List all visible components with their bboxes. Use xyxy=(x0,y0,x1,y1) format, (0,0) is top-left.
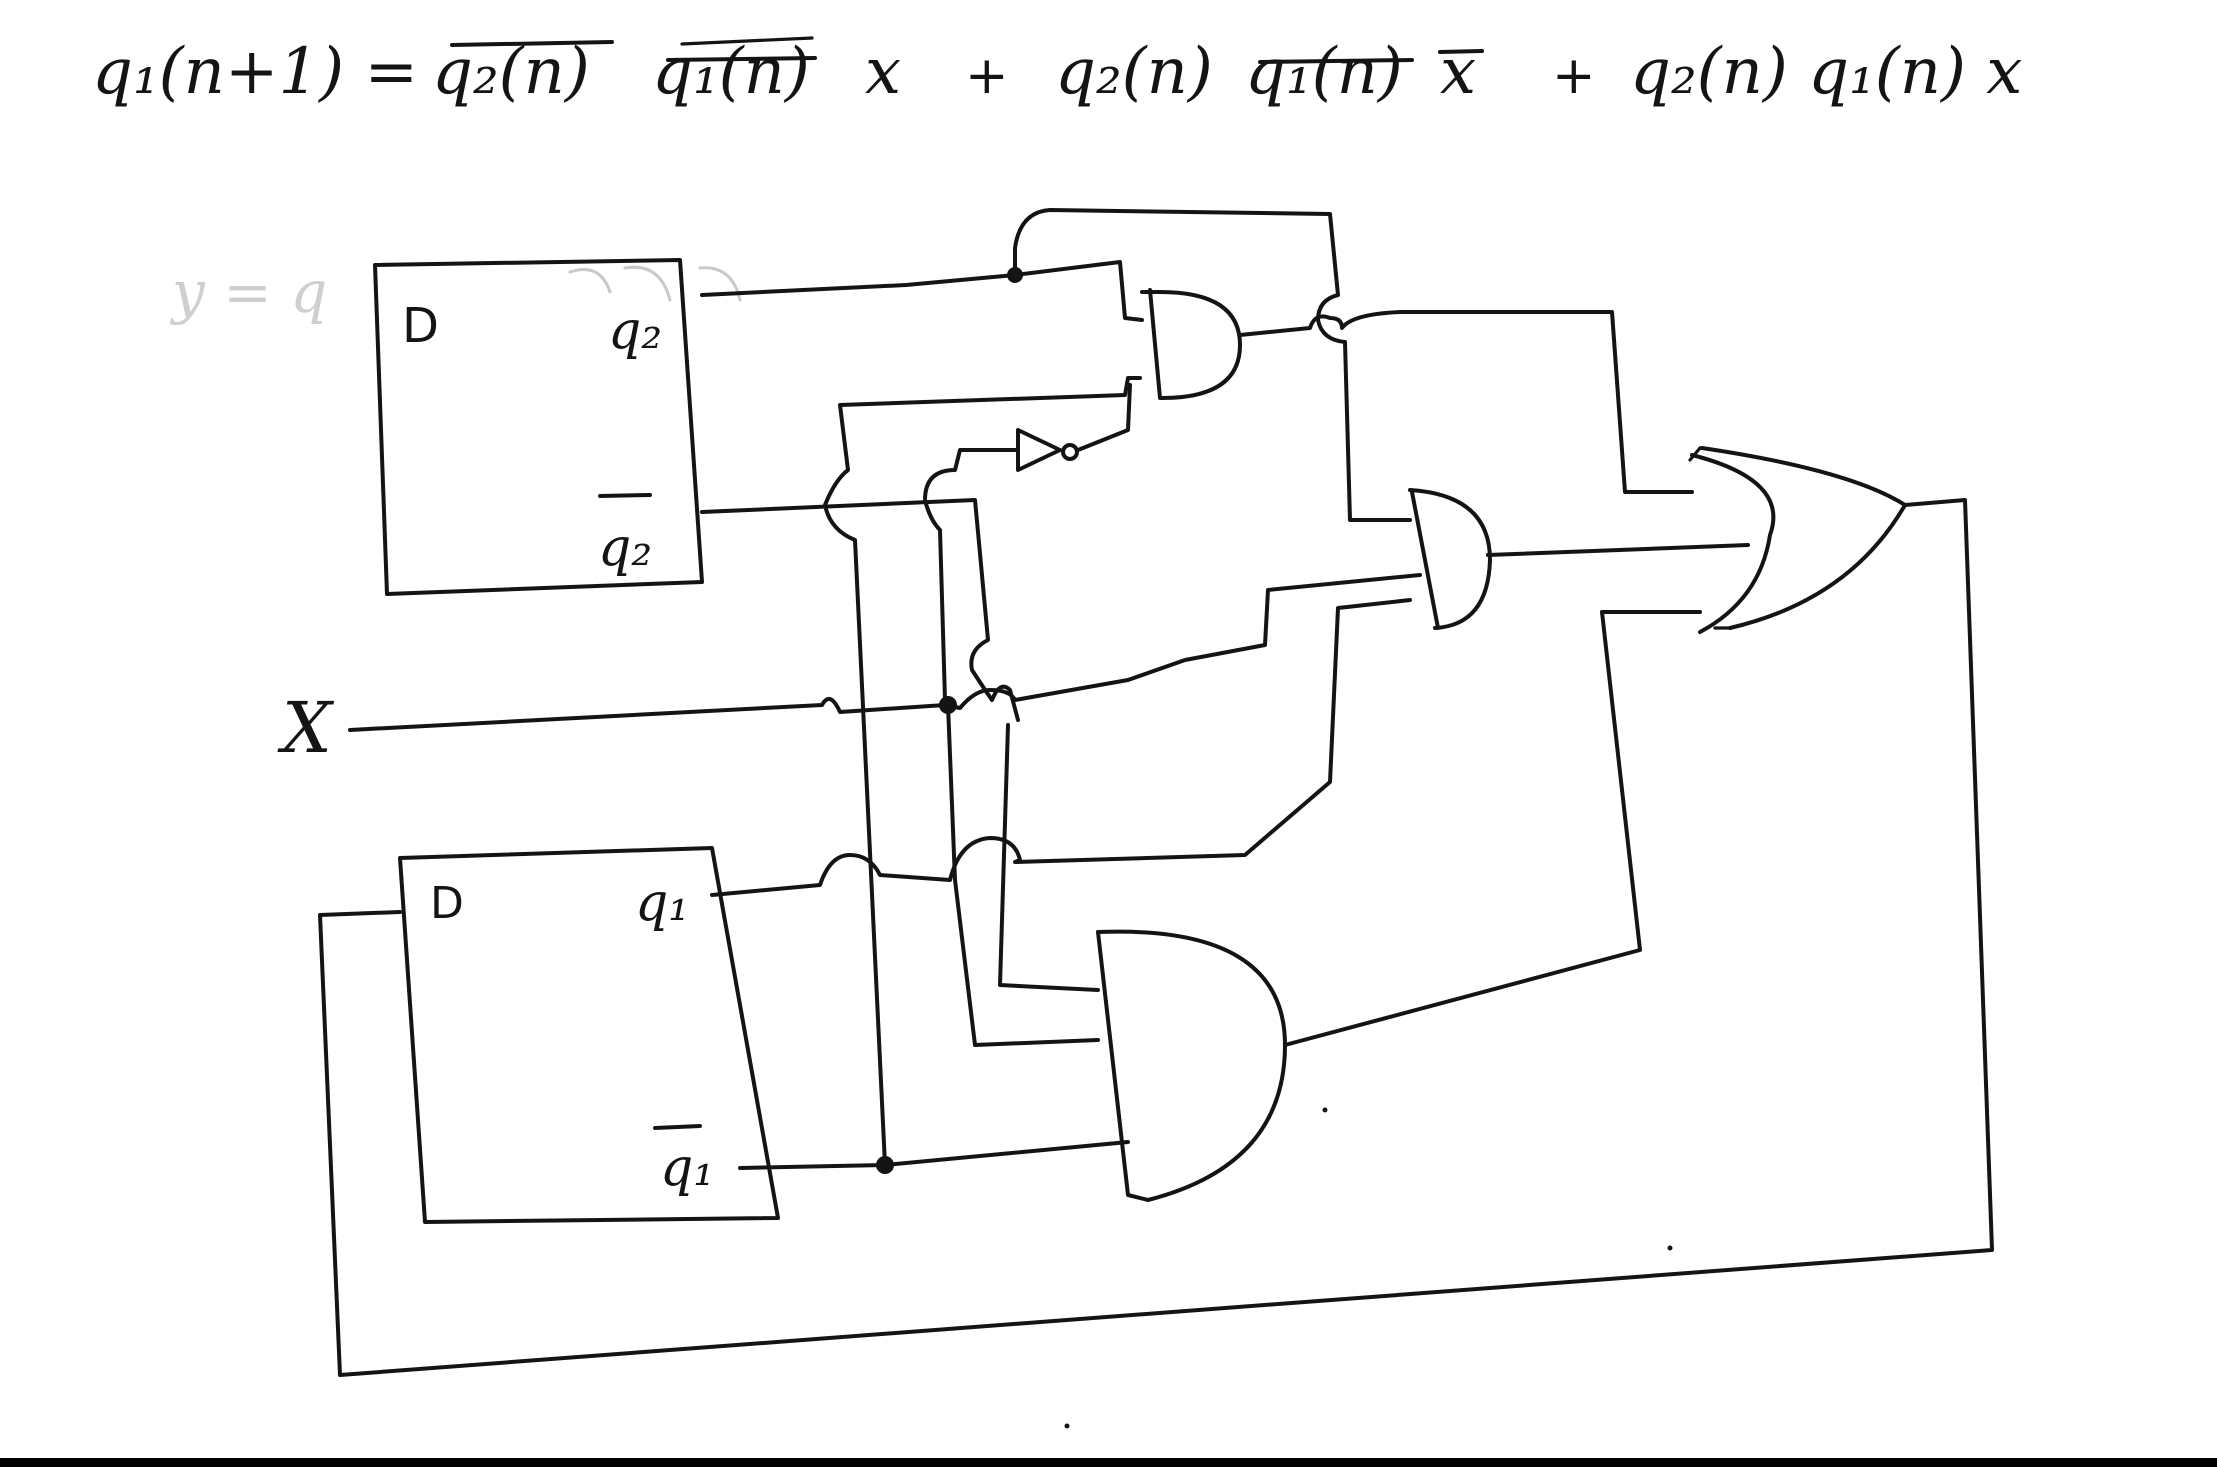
wire-x-to-bottom-and xyxy=(946,703,1100,1047)
overbar-term1-q1-second xyxy=(680,36,814,46)
and-gate-middle xyxy=(1408,488,1492,630)
junction-dot-q2 xyxy=(1007,267,1023,283)
stray-speck-2 xyxy=(1667,1245,1673,1251)
equation-term1-q1: q₁(n) xyxy=(652,35,810,109)
overbar-term2-x xyxy=(1438,49,1484,54)
overbar-term1-q1 xyxy=(666,56,817,62)
or-gate-back xyxy=(1690,453,1776,634)
flipflop-q2-d-label: D xyxy=(402,298,439,354)
wire-q2bar-to-bottom-and xyxy=(998,723,1100,992)
junctions xyxy=(876,267,1023,1174)
equation-lhs: q₁(n+1) = xyxy=(92,35,418,109)
equation-term3: q₂(n) q₁(n) x xyxy=(1630,35,2022,109)
wires xyxy=(318,208,1994,1377)
flipflop-q1-qbar-overbar xyxy=(653,1124,702,1130)
overbar-term1-q2 xyxy=(450,40,614,47)
equation: q₁(n+1) = q₂(n) q₁(n) x + q₂(n) q₁(n) x … xyxy=(92,35,2022,109)
stray-speck-3 xyxy=(1064,1423,1070,1429)
faint-erased-scribble-2 xyxy=(623,265,672,302)
input-x-label: X xyxy=(277,687,335,769)
wire-middle-and-out xyxy=(1486,543,1750,557)
wire-x-input xyxy=(348,573,1422,732)
equation-term1-q2: q₂(n) xyxy=(432,35,590,109)
wire-q1bar-out xyxy=(738,1140,1130,1170)
or-gate-front xyxy=(1700,446,1907,630)
wire-q1-out xyxy=(710,598,1412,897)
flipflop-q2-box xyxy=(373,258,704,596)
wire-bottom-and-out xyxy=(1283,610,1702,1047)
and-gate-top xyxy=(1140,288,1242,400)
overbar-term2-q1 xyxy=(1258,58,1414,64)
flipflop-q1-box xyxy=(398,846,780,1224)
equation-term1-x: x xyxy=(865,35,901,109)
wire-q2-to-top-and xyxy=(1013,260,1144,322)
flipflop-q2: D q₂ q₂ xyxy=(373,258,704,596)
flipflop-q1: D q₁ q₁ xyxy=(398,846,780,1224)
wire-q2-out xyxy=(700,273,1017,297)
wire-q2-to-middle-and xyxy=(1013,208,1412,522)
paper-bottom-edge xyxy=(0,1458,2217,1467)
flipflop-q1-d-label: D xyxy=(430,878,464,929)
or-gate-ticks xyxy=(1688,446,1732,630)
wire-not-out-to-top-and xyxy=(1076,383,1132,452)
equation-plus-1: + xyxy=(965,46,1009,106)
flipflop-q2-qbar-overbar xyxy=(598,493,652,498)
or-gate xyxy=(1688,446,1907,634)
equation-plus-2: + xyxy=(1552,46,1596,106)
and-gate-bottom xyxy=(1096,929,1287,1202)
flipflop-q1-q-label: q₁ xyxy=(635,873,689,933)
flipflop-q2-q-label: q₂ xyxy=(608,301,662,361)
not-gate xyxy=(1016,428,1062,472)
junction-dot-q1bar xyxy=(876,1156,894,1174)
wire-q1bar-up xyxy=(823,376,1142,1167)
equation-term2-xbar: x xyxy=(1440,35,1476,109)
equation-term2-q1: q₁(n) xyxy=(1245,35,1403,109)
stray-speck-1 xyxy=(1322,1107,1328,1113)
flipflop-q2-qbar-label: q₂ xyxy=(598,518,652,578)
equation-term2-q2: q₂(n) xyxy=(1055,35,1213,109)
wire-not-in xyxy=(923,448,1020,702)
faint-erased-note: y = q xyxy=(169,258,327,326)
flipflop-q1-qbar-label: q₁ xyxy=(660,1138,714,1198)
not-gate-bubble xyxy=(1061,443,1079,461)
wire-q2bar xyxy=(700,498,1020,722)
faint-erased-scribble-1 xyxy=(568,268,612,294)
wire-feedback-loop xyxy=(318,498,1994,1377)
junction-dot-x xyxy=(939,696,957,714)
wire-top-and-out xyxy=(1238,310,1694,494)
